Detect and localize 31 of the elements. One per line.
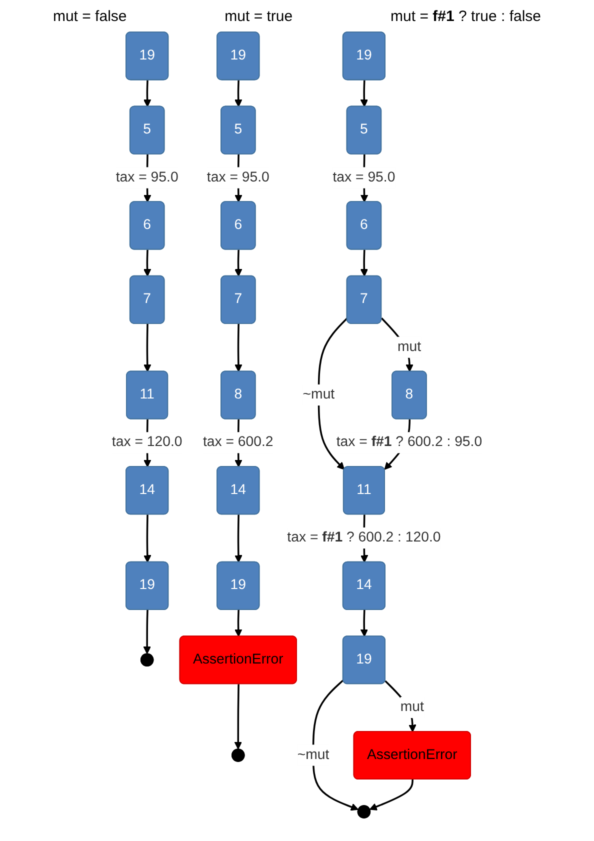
arrow: [144, 514, 152, 563]
arrow: [234, 324, 242, 372]
arrow: [143, 80, 152, 108]
arrow: [380, 318, 414, 372]
arrow: [360, 80, 368, 108]
arrow: [144, 324, 152, 372]
arrow: [384, 680, 416, 732]
edge-label: tax = 120.0: [112, 434, 182, 450]
arrow: [360, 610, 368, 637]
column-heading: mut = true: [224, 8, 293, 25]
edge-label: mut: [397, 339, 421, 354]
edge-label: mut: [400, 700, 424, 715]
edge-label: tax = f#1 ? 600.2 : 120.0: [287, 530, 441, 546]
arrow: [234, 514, 242, 563]
arrow: [234, 80, 242, 108]
column-heading: mut = false: [52, 8, 127, 25]
arrow: [234, 250, 242, 277]
edge-label: tax = 95.0: [116, 170, 178, 185]
arrow: [143, 250, 152, 277]
edge-label: tax = f#1 ? 600.2 : 95.0: [336, 434, 482, 450]
edge-label: ~mut: [302, 387, 335, 402]
edge-label: tax = 95.0: [332, 170, 396, 185]
arrow: [360, 250, 368, 277]
arrow: [234, 684, 242, 750]
edge-label: tax = 600.2: [202, 434, 274, 450]
edge-label: tax = 95.0: [206, 170, 270, 185]
arrow: [234, 610, 242, 637]
column-heading: mut = f#1 ? true : false: [390, 8, 542, 25]
arrow: [369, 780, 414, 810]
arrow: [143, 610, 151, 654]
edge-label: ~mut: [297, 747, 330, 762]
